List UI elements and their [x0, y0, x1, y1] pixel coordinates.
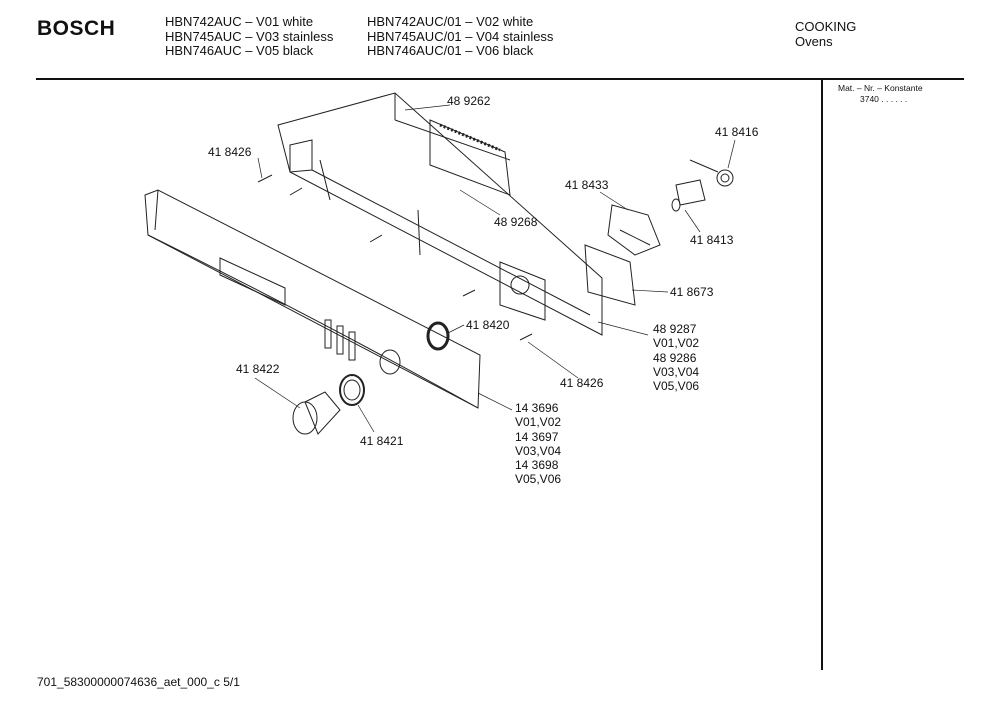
variant-label: V01,V02: [515, 415, 562, 430]
subcategory-title: Ovens: [795, 33, 833, 49]
leader-lines: [254, 104, 736, 433]
bracket-part: [607, 204, 661, 256]
spacer-part: [671, 198, 681, 212]
model-line: HBN745AUC/01 – V04 stainless: [367, 28, 554, 44]
model-line: HBN742AUC – V01 white: [165, 14, 314, 29]
part-label: 14 3698: [515, 458, 559, 473]
brand-logo: BOSCH: [37, 17, 116, 40]
side-panel-line2: 3740 . . . . . .: [860, 94, 908, 104]
part-label: 41 8413: [690, 233, 734, 247]
screw-parts: [257, 174, 533, 341]
variant-label: V03,V04: [653, 364, 700, 379]
switch-part: [675, 159, 734, 206]
category-title: COOKING: [795, 19, 857, 34]
part-label: 41 8420: [466, 318, 510, 332]
front-panel-part: [144, 189, 481, 409]
part-label: 48 9268: [494, 215, 538, 229]
model-list-left: HBN742AUC – V01 white HBN745AUC – V03 st…: [165, 14, 334, 59]
variant-label: V01,V02: [653, 336, 700, 351]
model-line: HBN742AUC/01 – V02 white: [367, 14, 534, 29]
model-line: HBN746AUC – V05 black: [165, 43, 314, 58]
side-panel-line1: Mat. – Nr. – Konstante: [838, 83, 923, 93]
part-label-group: 14 3696 V01,V02 14 3697 V03,V04 14 3698 …: [515, 401, 561, 487]
plate-part: [584, 244, 636, 306]
ring-part: [426, 321, 450, 351]
rear-frame-part: [277, 92, 603, 336]
model-list-right: HBN742AUC/01 – V02 white HBN745AUC/01 – …: [367, 14, 554, 59]
part-label: 41 8433: [565, 178, 609, 192]
part-label: 14 3696: [515, 401, 559, 415]
part-label: 48 9287: [653, 322, 697, 336]
variant-label: V03,V04: [515, 443, 562, 458]
model-line: HBN745AUC – V03 stainless: [165, 28, 334, 44]
part-label: 41 8673: [670, 285, 714, 299]
part-label-group: 48 9287 V01,V02 48 9286 V03,V04 V05,V06: [653, 322, 699, 393]
part-label: 41 8422: [236, 362, 280, 376]
side-divider: [821, 78, 823, 670]
variant-label: V05,V06: [653, 379, 700, 394]
part-label: 48 9286: [653, 350, 697, 365]
variant-label: V05,V06: [515, 472, 562, 487]
part-label: 41 8426: [208, 145, 252, 159]
document-code: 701_58300000074636_aet_000_c 5/1: [37, 675, 240, 689]
part-label: 41 8416: [715, 125, 759, 139]
model-line: HBN746AUC/01 – V06 black: [367, 43, 534, 58]
part-label: 41 8426: [560, 376, 604, 390]
bezel-part: [339, 374, 365, 406]
knob-part: [292, 391, 341, 435]
category-block: COOKING Ovens: [795, 19, 857, 49]
part-label: 48 9262: [447, 94, 491, 108]
part-label: 41 8421: [360, 434, 404, 448]
header-divider: [36, 78, 964, 80]
part-label: 14 3697: [515, 429, 559, 444]
